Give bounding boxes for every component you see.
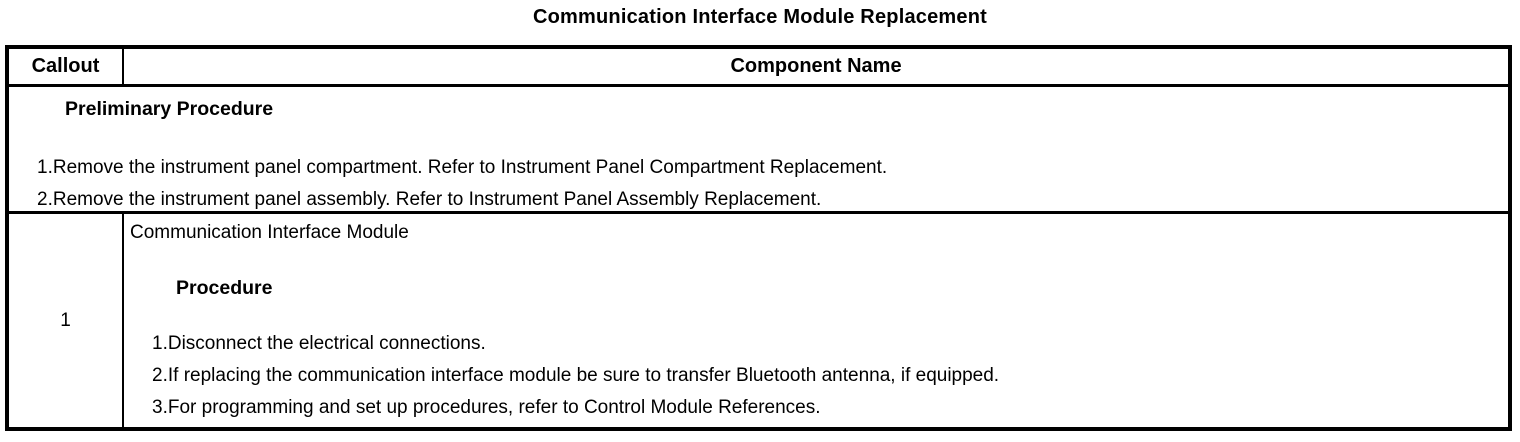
procedure-steps: 1. Disconnect the electrical connections… [130, 328, 1500, 424]
table-row: 1 Communication Interface Module Procedu… [9, 214, 1508, 427]
component-name-value: Communication Interface Module [130, 222, 409, 243]
preliminary-step: 1. Remove the instrument panel compartme… [9, 152, 1508, 184]
procedure-heading: Procedure [176, 277, 273, 299]
step-number: 1. [37, 157, 53, 178]
callout-column-header: Callout [9, 49, 124, 84]
step-text: Remove the instrument panel assembly. Re… [52, 189, 822, 210]
preliminary-step: 2. Remove the instrument panel assembly.… [9, 184, 1508, 216]
step-number: 2. [152, 365, 168, 386]
step-number: 2. [37, 189, 53, 210]
step-number: 1. [152, 333, 168, 354]
component-table: Callout Component Name Preliminary Proce… [5, 45, 1512, 431]
procedure-step: 1. Disconnect the electrical connections… [130, 328, 1500, 360]
step-number: 3. [152, 397, 168, 418]
procedure-step: 3. For programming and set up procedures… [130, 392, 1500, 424]
preliminary-procedure-row: Preliminary Procedure 1. Remove the inst… [9, 87, 1508, 214]
step-text: For programming and set up procedures, r… [167, 397, 821, 418]
component-name-column-header: Component Name [730, 55, 902, 77]
procedure-step: 2. If replacing the communication interf… [130, 360, 1500, 392]
step-text: Remove the instrument panel compartment.… [52, 157, 888, 178]
table-header-row: Callout Component Name [9, 49, 1508, 87]
document-title: Communication Interface Module Replaceme… [532, 6, 988, 28]
step-text: If replacing the communication interface… [167, 365, 1000, 386]
component-cell: Communication Interface Module Procedure… [124, 214, 1508, 427]
preliminary-procedure-steps: 1. Remove the instrument panel compartme… [9, 152, 1508, 216]
preliminary-procedure-heading: Preliminary Procedure [65, 98, 274, 120]
step-text: Disconnect the electrical connections. [167, 333, 486, 354]
callout-value: 1 [9, 214, 124, 427]
